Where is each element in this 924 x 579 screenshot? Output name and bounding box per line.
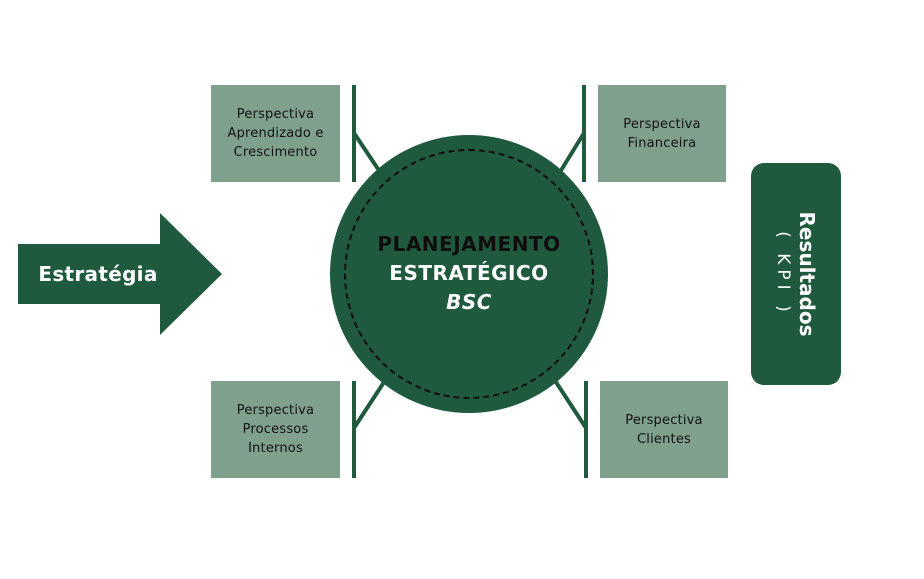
perspective-label: Clientes [636, 431, 691, 447]
perspective-financial-box: Perspectiva Financeira [598, 85, 726, 182]
results-box: Resultados ( KPI ) [751, 163, 841, 385]
perspective-label: Perspectiva [623, 116, 701, 132]
perspective-customers-box: Perspectiva Clientes [600, 381, 728, 478]
results-text: Resultados ( KPI ) [772, 163, 820, 385]
perspective-learning-growth-box: Perspectiva Aprendizado e Crescimento [211, 85, 340, 182]
perspective-label: Crescimento [233, 145, 318, 160]
perspective-label: Financeira [627, 135, 697, 151]
strategic-planning-circle: PLANEJAMENTO ESTRATÉGICO BSC [330, 135, 608, 413]
circle-subtitle: BSC [446, 290, 492, 314]
strategy-arrow-shape [18, 213, 222, 335]
circle-title-line: PLANEJAMENTO [377, 232, 561, 256]
circle-title: PLANEJAMENTO ESTRATÉGICO BSC [330, 230, 608, 317]
perspective-label: Internos [248, 441, 303, 456]
results-title: Resultados [795, 211, 819, 337]
circle-title-line: ESTRATÉGICO [389, 261, 549, 285]
perspective-label: Perspectiva [236, 403, 315, 418]
perspective-label: Aprendizado e [227, 126, 324, 141]
perspective-label: Perspectiva [625, 412, 703, 428]
perspective-label: Processos [242, 422, 309, 437]
results-kpi: ( KPI ) [773, 231, 793, 317]
perspective-internal-processes-box: Perspectiva Processos Internos [211, 381, 340, 478]
perspective-label: Perspectiva [236, 107, 315, 122]
dashed-ring [344, 149, 594, 399]
strategy-arrow-label: Estratégia [38, 262, 158, 286]
